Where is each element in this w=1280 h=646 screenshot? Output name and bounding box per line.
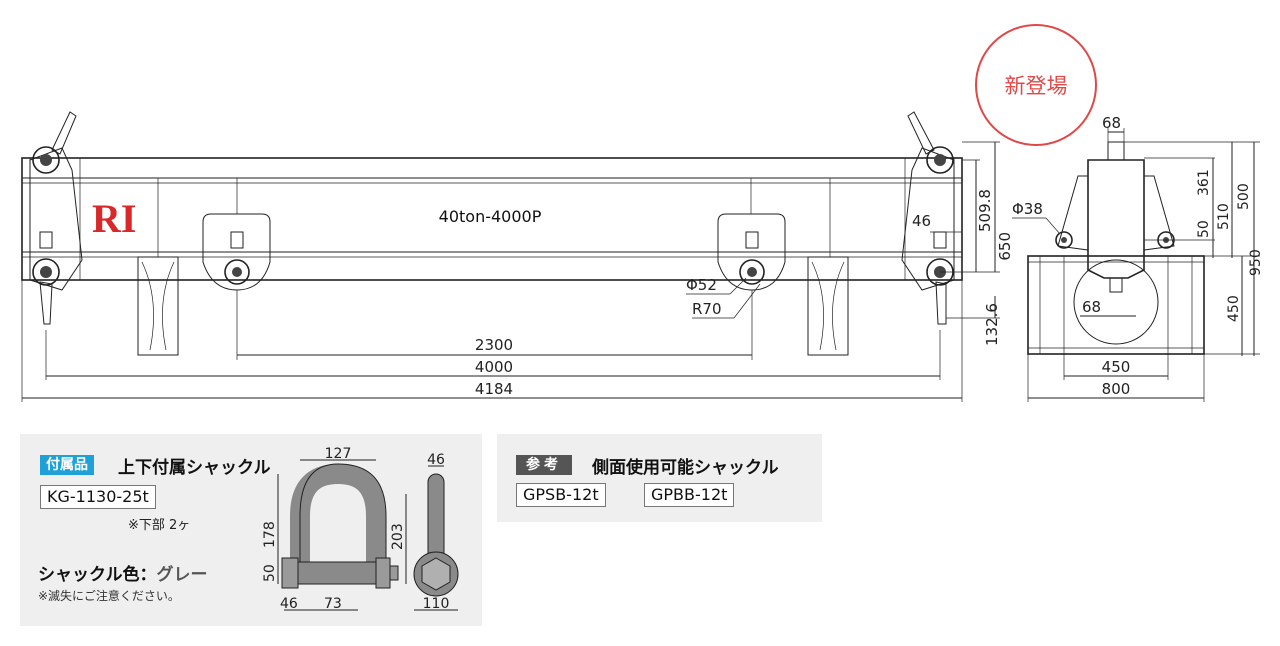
dim-46-bottom: 46 — [280, 596, 298, 612]
dim-800: 800 — [1102, 380, 1131, 398]
dim-132-6: 132.6 — [983, 303, 1001, 346]
dim-phi38: Φ38 — [1012, 200, 1043, 218]
new-release-badge: 新登場 — [975, 24, 1097, 146]
dim-r70: R70 — [692, 300, 722, 318]
reference-title: 側面使用可能シャックル — [592, 458, 779, 478]
dim-68-mid: 68 — [1082, 298, 1101, 316]
beam-outline — [21, 157, 963, 281]
accessory-code: KG-1130-25t — [40, 485, 156, 509]
dim-73: 73 — [324, 596, 342, 612]
side-frame — [1027, 255, 1205, 355]
shackle-bow — [290, 463, 386, 566]
shackle-color-value: グレー — [156, 565, 208, 585]
accessory-note: ※下部 2ヶ — [128, 518, 191, 533]
dim-50-shackle: 50 — [262, 564, 278, 582]
dim-110: 110 — [423, 596, 450, 612]
dim-4184: 4184 — [475, 380, 513, 398]
front-view: RI 40ton-4000P 2300 4000 4184 509.8 650 … — [21, 111, 1014, 402]
shackle-color-label: シャックル色： — [38, 565, 157, 585]
dim-4000: 4000 — [475, 358, 513, 376]
dim-450-h: 450 — [1102, 358, 1131, 376]
reference-code-2: GPBB-12t — [644, 483, 735, 507]
technical-drawing: RI 40ton-4000P 2300 4000 4184 509.8 650 … — [21, 111, 1264, 402]
shackle-drawing: 127 46 178 203 50 46 73 110 — [262, 446, 459, 612]
dim-450-v: 450 — [1226, 295, 1242, 322]
shackle-pin — [283, 561, 389, 585]
dim-2300: 2300 — [475, 336, 513, 354]
dim-46-front: 46 — [912, 212, 931, 230]
reference-tag: 参考 — [516, 455, 572, 475]
accessory-tag: 付属品 — [40, 455, 94, 475]
dim-68-top: 68 — [1102, 114, 1121, 132]
loss-caution: ※滅失にご注意ください。 — [38, 589, 180, 603]
dim-50-side: 50 — [1196, 220, 1212, 238]
dim-46-top: 46 — [427, 452, 445, 468]
side-view: 68 68 Φ38 361 510 500 50 950 450 450 800 — [1012, 114, 1264, 402]
ri-logo: RI — [92, 196, 136, 241]
dim-361: 361 — [1196, 169, 1212, 196]
product-label: 40ton-4000P — [439, 207, 542, 226]
shackle-color: シャックル色：グレー — [38, 560, 208, 585]
reference-code-1: GPSB-12t — [516, 483, 606, 507]
reference-panel — [497, 434, 822, 522]
dim-950: 950 — [1248, 249, 1264, 276]
dim-127: 127 — [325, 446, 352, 462]
dim-510: 510 — [1216, 203, 1232, 230]
dim-203: 203 — [390, 523, 406, 550]
shackle-side — [427, 473, 445, 565]
dim-178: 178 — [262, 521, 278, 548]
dim-650: 650 — [996, 232, 1014, 261]
dim-phi52: Φ52 — [686, 276, 717, 294]
accessory-title: 上下付属シャックル — [118, 458, 271, 478]
dim-509-8: 509.8 — [976, 189, 994, 232]
dim-500: 500 — [1236, 183, 1252, 210]
accessory-panel — [20, 434, 482, 626]
